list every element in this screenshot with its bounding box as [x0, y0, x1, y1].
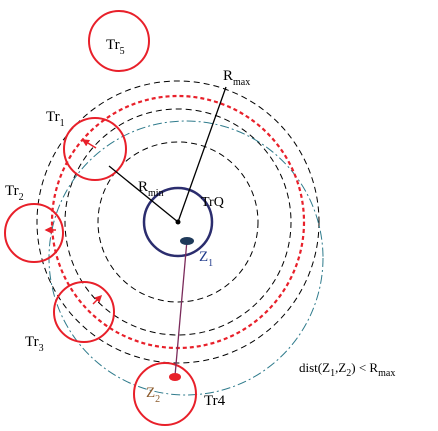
distance-condition-formula: dist(Z1,Z2) < Rmax — [299, 360, 395, 379]
rmax-radius-line — [177, 86, 227, 223]
middle-range-circle — [64, 108, 292, 336]
z2-label: Z2 — [146, 385, 160, 405]
tr1-circle — [63, 117, 127, 181]
tr3-direction-arrow — [92, 294, 103, 305]
rmax-label: Rmax — [223, 68, 250, 88]
tr4-circle — [133, 362, 197, 426]
z1-z2-connector-line — [174, 239, 188, 377]
trq-center-dot — [175, 219, 181, 225]
tr5-circle — [88, 10, 150, 72]
z1-marker — [180, 237, 194, 245]
tr2-label: Tr2 — [5, 183, 24, 203]
trq-label: TrQ — [201, 195, 224, 210]
tr5-label: Tr5 — [106, 37, 125, 57]
z2-marker — [169, 373, 181, 381]
tr3-label: Tr3 — [25, 334, 44, 354]
tr4-label: Tr4 — [204, 393, 226, 409]
outer-range-circle — [36, 80, 320, 364]
rmin-radius-line — [108, 165, 179, 223]
tr1-label: Tr1 — [46, 109, 65, 129]
trq-circle — [142, 186, 214, 258]
tr3-circle — [53, 281, 115, 343]
tr2-circle — [4, 203, 64, 263]
z1-label: Z1 — [199, 249, 213, 269]
tr1-direction-arrow — [81, 139, 97, 149]
inner-range-circle — [97, 141, 259, 303]
rmin-label: Rmin — [138, 179, 164, 199]
